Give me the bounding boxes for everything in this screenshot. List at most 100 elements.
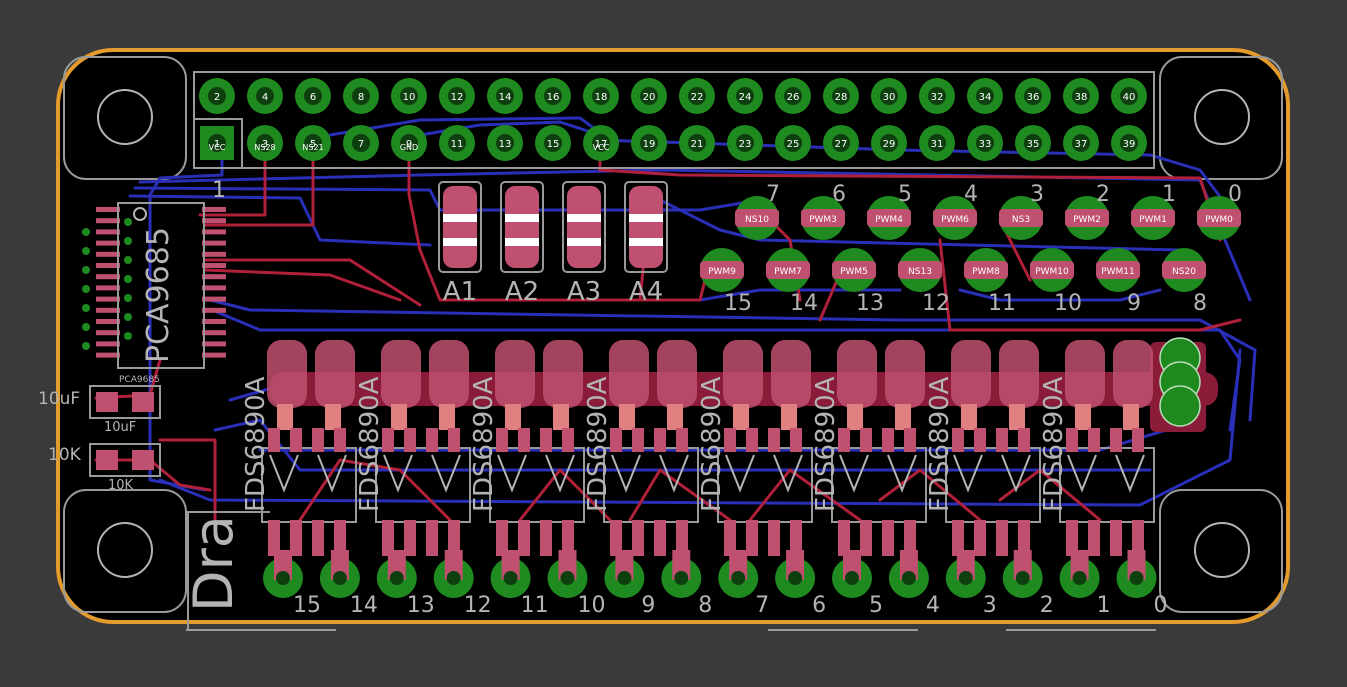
channel-via-label: PWM9 [708, 267, 736, 277]
header-pin-number: 19 [643, 139, 656, 150]
chip-via [124, 218, 132, 226]
chip-pin [202, 307, 226, 313]
chip-via [124, 237, 132, 245]
header-pin-18: 18 [583, 78, 619, 114]
header-signal-label: VCC [593, 143, 610, 152]
header-pin-19: 19 [631, 125, 667, 161]
header-pin-24: 24 [727, 78, 763, 114]
output-pad-2: 2 [1002, 550, 1054, 618]
header-pin-number: 23 [739, 139, 752, 150]
output-channel-number: 2 [1040, 593, 1054, 618]
header-pin-number: 8 [358, 92, 364, 103]
chip-via [82, 304, 90, 312]
chip-pin [202, 263, 226, 268]
header-pin-37: 37 [1063, 125, 1099, 161]
chip-right-pins [202, 207, 226, 358]
top-copper-traces [94, 141, 1242, 522]
header-pin-number: 20 [643, 92, 656, 103]
header-pin-number: 29 [883, 139, 896, 150]
header-pin-number: 10 [403, 92, 416, 103]
channel-via-label: NS13 [908, 267, 932, 277]
header-pin-number: 27 [835, 139, 848, 150]
channel-via-label: PWM5 [840, 267, 868, 277]
chip-via [124, 275, 132, 283]
header-pin-25: 25 [775, 125, 811, 161]
mounting-holes [63, 56, 1283, 613]
header-pin-number: 7 [358, 139, 364, 150]
cap-value-label: 10uF [38, 389, 80, 409]
output-pad-12: 12 [433, 550, 492, 618]
chip-small-label: PCA9685 [119, 375, 160, 385]
channel-number: 11 [988, 291, 1016, 316]
chip-left-pins [82, 207, 132, 358]
channel-via-label: PWM10 [1035, 267, 1069, 277]
header-pin-21: 21 [679, 125, 715, 161]
channel-via-label: NS20 [1172, 267, 1196, 277]
header-pin-number: 36 [1027, 92, 1040, 103]
chip-pin [202, 229, 226, 235]
chip-pin [96, 218, 120, 224]
chip-pin [96, 251, 120, 257]
cap-small-label: 10uF [104, 420, 136, 435]
chip-pin [202, 341, 226, 347]
mosfet-part-label: FDS6890A [925, 376, 955, 512]
header-pin-number: 21 [691, 139, 704, 150]
chip-via [82, 285, 90, 293]
channel-via-13: PWM5 13 [832, 248, 884, 316]
channel-number: 1 [1162, 182, 1176, 207]
channel-via-label: PWM11 [1101, 267, 1135, 277]
header-pin-33: 33 [967, 125, 1003, 161]
corner-text: Dra [182, 515, 245, 612]
channel-number: 0 [1228, 182, 1242, 207]
output-channel-number: 9 [641, 593, 655, 618]
output-channel-number: 11 [521, 593, 549, 618]
chip-via [82, 228, 90, 236]
output-channel-number: 12 [464, 593, 492, 618]
output-channel-number: 10 [578, 593, 606, 618]
chip-pin [96, 274, 120, 280]
header-pin-31: 31 [919, 125, 955, 161]
header-pin-number: 40 [1123, 92, 1136, 103]
header-pin-number: 18 [595, 92, 608, 103]
header-pin-34: 34 [967, 78, 1003, 114]
header-pin-number: 32 [931, 92, 944, 103]
channel-via-label: PWM2 [1073, 215, 1101, 225]
output-pad-13: 13 [376, 550, 435, 618]
output-channel-number: 6 [812, 593, 826, 618]
channel-number: 6 [832, 182, 846, 207]
channel-number: 13 [856, 291, 884, 316]
output-channel-number: 8 [698, 593, 712, 618]
mosfet-part-label: FDS6890A [355, 376, 385, 512]
channel-via-label: PWM0 [1205, 215, 1233, 225]
channel-number: 4 [964, 182, 978, 207]
header-pin-number: 9 [406, 139, 412, 150]
chip-pin [96, 330, 120, 336]
header-pin-number: 3 [262, 139, 268, 150]
header-pin-number: 5 [310, 139, 316, 150]
header-pin-number: 24 [739, 92, 752, 103]
output-channel-number: 3 [983, 593, 997, 618]
chip-pin [96, 285, 120, 291]
chip-name-label: PCA9685 [141, 227, 176, 363]
output-channel-number: 5 [869, 593, 883, 618]
mosfet-block: FDS6890A [355, 340, 471, 556]
output-channel-number: 15 [293, 593, 321, 618]
mosfet-block: FDS6890A [811, 340, 927, 556]
chip-pin [202, 330, 226, 336]
header-pin-number: 37 [1075, 139, 1088, 150]
header-signal-label: VCC [209, 143, 226, 152]
chip-pin [202, 240, 226, 246]
